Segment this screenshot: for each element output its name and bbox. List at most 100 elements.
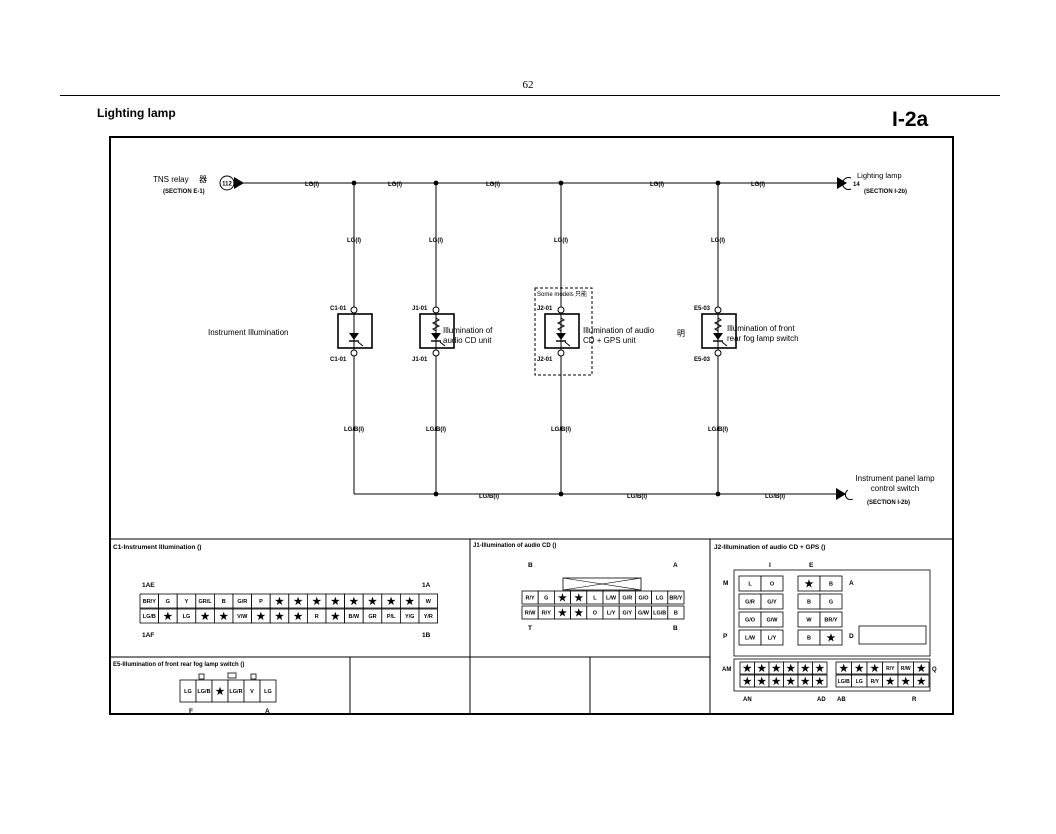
pin-cell [812,661,828,675]
side-glyph: 明 [677,329,685,338]
pin-label: G/R [237,599,247,605]
pin-label: ★ [743,677,752,688]
wire-label: LG(I) [388,182,402,188]
pin-label: ★ [294,597,303,608]
pin-label: R/W [901,666,911,672]
terminal-icon [714,349,722,357]
pin-label: ★ [574,593,583,604]
component-box [337,313,373,349]
pin-cell [819,611,843,628]
pin-label: ★ [870,664,879,675]
led-icon [431,333,441,340]
pin-label: G/Y [767,600,777,606]
pin-label: P/L [387,614,396,620]
pin-label: B [674,611,678,617]
corner-label: E [809,562,814,569]
corner-label: A [673,562,678,569]
page-title: Lighting lamp [97,106,176,120]
pin-label: ★ [368,597,377,608]
wire-label: LG(I) [711,238,725,244]
connector-14-label: 14 [853,182,860,188]
pin-cell [819,629,843,646]
wire-label: LG(I) [429,238,443,244]
pin-bottom-label: C1-01 [330,357,347,363]
wire-label: LG(I) [347,238,361,244]
e5-connector-title: E5-Illumination of front rear fog lamp s… [113,662,244,668]
pin-label: LG/R [229,689,242,695]
bottom-ground-arc [844,489,854,501]
pin-label: R/Y [526,596,536,602]
pin-label: ★ [349,597,358,608]
corner-label: AN [743,697,752,703]
terminal-icon [557,349,565,357]
connector-14-arc [842,177,852,190]
pin-label: ★ [801,677,810,688]
pin-label: ★ [815,664,824,675]
wire-label: LG(I) [486,182,500,188]
pin-label: G/R [745,600,755,606]
pin-label: ★ [201,612,210,623]
pin-top-label: J1-01 [412,306,428,312]
pin-label: W [426,599,432,605]
j2-connector-title: J2-Illumination of audio CD + GPS () [714,544,825,551]
wire-label: LG/B(I) [479,494,499,500]
pin-label: ★ [901,677,910,688]
terminal-icon [432,349,440,357]
pin-label: Y/G [405,614,414,620]
pin-label: LG [183,614,191,620]
wire-label: LG/B(I) [551,427,571,433]
pin-cell [760,611,784,628]
component-label: Illumination of audio [583,326,655,335]
corner-label: F [189,708,193,715]
pin-label: ★ [387,597,396,608]
page-number: 62 [522,79,534,91]
pin-label: ★ [331,597,340,608]
tns-relay-glyph: 器 [199,175,207,184]
pin-cell [760,629,784,646]
pin-label: LG [856,679,863,685]
pin-cell [812,674,828,688]
pin-bottom-label: E5-03 [694,357,711,363]
pin-label: P [259,599,263,605]
corner-label: AM [722,667,731,673]
pin-label: G/R [622,596,632,602]
bottom-sink-arrow-icon [836,488,846,500]
pin-label: ★ [786,677,795,688]
sink-arrow-icon [837,177,847,189]
panel-lamp-section: (SECTION I-2b) [867,500,910,506]
pin-top-label: E5-03 [694,306,711,312]
pin-label: R/W [525,611,537,617]
pin-label: BR/Y [143,599,156,605]
pin-label: G/Y [623,611,633,617]
pin-label: Y/R [424,614,433,620]
led-icon [349,333,359,340]
pin-label: L/W [745,636,756,642]
pin-label: L/Y [768,636,777,642]
corner-label: D [849,633,854,640]
component-label: CD + GPS unit [583,336,636,345]
pin-bottom-label: J2-01 [537,357,553,363]
wire-label: LG/B(I) [765,494,785,500]
corner-label: Q [932,667,937,673]
component-box [419,313,455,349]
pin-label: LG/B [653,611,666,617]
pin-top-label: J2-01 [537,306,553,312]
corner-label: B [528,562,533,569]
pin-label: LG/B [143,614,156,620]
pin-label: R/Y [871,679,880,685]
pin-bottom-label: J1-01 [412,357,428,363]
corner-label: R [912,697,917,703]
terminal-icon [557,306,565,314]
diagram-frame [109,136,954,715]
wire-label: LG/B(I) [627,494,647,500]
pin-label: Y [185,599,189,605]
pin-cell [819,575,843,592]
pin-cell [667,590,685,605]
pin-label: GR [368,614,376,620]
pin-label: ★ [558,593,567,604]
pin-label: GR/L [199,599,213,605]
pin-label: LG/B [838,679,850,685]
